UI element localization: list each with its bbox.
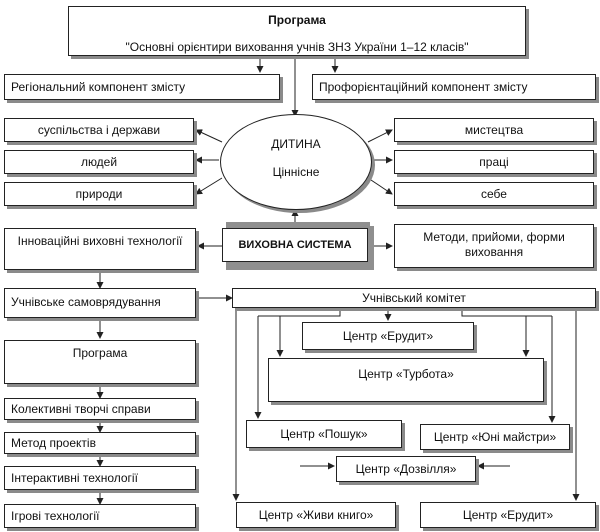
connector-committee-left — [258, 308, 341, 317]
system-box: ВИХОВНА СИСТЕМА — [222, 228, 368, 262]
ctd-label: Колективні творчі справи — [11, 402, 151, 416]
center-masters-label: Центр «Юні майстри» — [433, 430, 557, 444]
innovative-box: Інноваційні виховні технології — [4, 228, 196, 270]
value-box-art: мистецтва — [394, 118, 594, 142]
center-turbota: Центр «Турбота» — [268, 358, 544, 402]
ctd-box: Колективні творчі справи — [4, 398, 196, 420]
center-erudite-top-label: Центр «Ерудит» — [342, 329, 434, 343]
center-dozvillia-label: Центр «Дозвілля» — [355, 462, 457, 476]
value-box-self: себе — [394, 182, 594, 206]
projects-label: Метод проектів — [11, 436, 96, 450]
child-title: ДИТИНА — [271, 137, 321, 151]
value-work-label: праці — [479, 155, 509, 169]
value-society-label: суспільства і держави — [37, 123, 161, 137]
interactive-label: Інтерактивні технології — [11, 471, 138, 485]
center-masters: Центр «Юні майстри» — [420, 424, 570, 450]
child-ellipse: ДИТИНА Ціннісне — [220, 114, 372, 210]
center-erudite-top: Центр «Ерудит» — [302, 322, 474, 350]
value-box-work: праці — [394, 150, 594, 174]
program-box: Програма "Основні орієнтири виховання уч… — [68, 6, 526, 56]
child-line-1: Ціннісне — [272, 165, 320, 179]
projects-box: Метод проектів — [4, 432, 196, 454]
system-label: ВИХОВНА СИСТЕМА — [238, 239, 352, 251]
games-box: Ігрові технології — [4, 504, 196, 528]
center-poshuk: Центр «Пошук» — [246, 420, 402, 448]
value-people-label: людей — [80, 155, 118, 169]
center-erudite-bottom: Центр «Ерудит» — [420, 502, 596, 528]
program-title: Програма — [268, 13, 326, 27]
value-self-label: себе — [481, 187, 507, 201]
program-peer-title: Програма — [72, 346, 128, 360]
value-nature-label: природи — [75, 187, 123, 201]
arrow-child-society — [195, 129, 223, 143]
career-component-label: Профорієнтаційний компонент змісту — [319, 80, 528, 94]
center-books-label: Центр «Живи книго» — [258, 508, 374, 522]
regional-component-box: Регіональний компонент змісту — [4, 74, 280, 100]
innovative-label: Інноваційні виховні технології — [17, 234, 183, 248]
value-box-society: суспільства і держави — [4, 118, 194, 142]
career-component-box: Профорієнтаційний компонент змісту — [312, 74, 596, 100]
program-subtitle: "Основні орієнтири виховання учнів ЗНЗ У… — [125, 40, 469, 54]
games-label: Ігрові технології — [11, 509, 100, 523]
arrow-child-self — [367, 177, 393, 195]
self-government-box: Учнівське самоврядування — [4, 288, 196, 318]
connector-committee-right — [461, 308, 552, 317]
value-art-label: мистецтва — [464, 123, 524, 137]
center-books: Центр «Живи книго» — [236, 502, 396, 528]
methods-box: Методи, прийоми, форми виховання — [394, 224, 594, 268]
committee-box: Учнівський комітет — [232, 288, 596, 308]
value-box-people: людей — [4, 150, 194, 174]
committee-label: Учнівський комітет — [362, 291, 466, 305]
center-erudite-bottom-label: Центр «Ерудит» — [462, 508, 554, 522]
center-dozvillia: Центр «Дозвілля» — [336, 456, 476, 482]
center-poshuk-label: Центр «Пошук» — [280, 427, 368, 441]
value-box-nature: природи — [4, 182, 194, 206]
regional-component-label: Регіональний компонент змісту — [11, 80, 186, 94]
program-peer-box: Програма — [4, 340, 196, 384]
arrow-child-art — [367, 129, 393, 143]
system-band-right — [366, 226, 374, 270]
system-band-bottom — [226, 262, 370, 270]
system-band-top — [226, 222, 370, 228]
center-turbota-label: Центр «Турбота» — [358, 367, 454, 381]
interactive-box: Інтерактивні технології — [4, 466, 196, 490]
methods-label: Методи, прийоми, форми виховання — [423, 230, 565, 259]
arrow-child-nature — [195, 177, 223, 195]
self-government-label: Учнівське самоврядування — [11, 295, 161, 309]
